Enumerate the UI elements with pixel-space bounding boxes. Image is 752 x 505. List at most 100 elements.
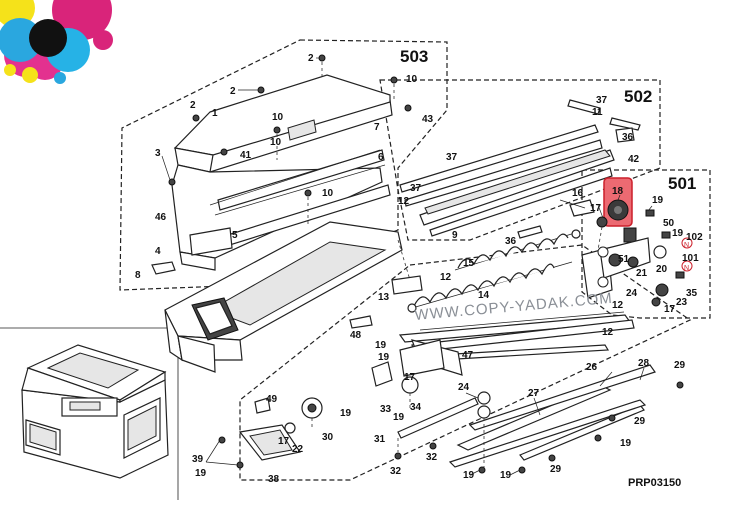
callout-letter: N: [684, 265, 689, 272]
upper-rail-assembly: [399, 99, 641, 239]
top-cover-assembly: [151, 74, 393, 275]
callout-label: 32: [390, 466, 402, 477]
callout-label: 19: [340, 408, 352, 419]
callout-label: 26: [586, 362, 598, 373]
callout-label: 2: [190, 100, 196, 111]
bracket-49: [254, 397, 271, 414]
callout-label: 19: [378, 352, 390, 363]
callout-label: 47: [462, 350, 474, 361]
section-502-label: 502: [624, 87, 652, 106]
callout-label: 22: [292, 444, 304, 455]
callout-label: 1: [212, 108, 218, 119]
callout-label: 9: [452, 230, 458, 241]
callout-label: 2: [308, 53, 314, 64]
callouts-502: 37 11 36 42 37 12 9 16 36 15 12 14 13 12…: [378, 95, 640, 338]
callouts-501: 18 19 17 50 19 102 101 51 21 20 35 23 17…: [590, 186, 703, 315]
callout-label: 17: [404, 372, 416, 383]
callout-label: 29: [550, 464, 562, 475]
callout-label: 38: [268, 474, 280, 485]
gear-51-icon: [608, 253, 622, 267]
lower-frame-assembly: [218, 315, 684, 474]
rod-31: [397, 397, 479, 439]
callout-label: 12: [440, 272, 452, 283]
callout-label: 17: [590, 203, 602, 214]
gear-22-icon: [284, 422, 296, 434]
callout-label: 29: [634, 416, 646, 427]
callout-label: 10: [272, 112, 284, 123]
screw-32b: [429, 442, 437, 450]
callout-label: 35: [686, 288, 698, 299]
callout-label: 12: [602, 327, 614, 338]
callout-label: 19: [393, 412, 405, 423]
callout-label: 19: [463, 470, 475, 481]
callout-label: 102: [686, 232, 703, 243]
callout-label: 8: [135, 270, 141, 281]
callout-label: 14: [478, 290, 490, 301]
screw-29b: [608, 414, 616, 422]
gear-20-icon: [653, 245, 667, 259]
callout-label: 50: [663, 218, 675, 229]
callout-label: 15: [463, 258, 475, 269]
gear-17-icon: [596, 216, 608, 228]
screw-29a: [676, 381, 684, 389]
rail-28: [468, 364, 656, 431]
callout-label: 39: [192, 454, 204, 465]
auger-15: [454, 229, 581, 271]
callout-label: 42: [628, 154, 640, 165]
callout-label: 17: [278, 436, 290, 447]
callout-label: 19: [195, 468, 207, 479]
screw-32a: [394, 452, 402, 460]
callout-label: 34: [410, 402, 422, 413]
callout-label: 30: [322, 432, 334, 443]
callout-label: 46: [155, 212, 167, 223]
callout-label: 2: [230, 86, 236, 97]
callout-label: 23: [676, 297, 688, 308]
screw-19c: [594, 434, 602, 442]
section-503-boundary: [119, 39, 448, 291]
callout-label: 19: [375, 340, 387, 351]
rail-base: [448, 399, 647, 468]
callout-label: 21: [636, 268, 648, 279]
screw-19: [645, 209, 655, 217]
callout-label: 43: [422, 114, 434, 125]
callout-label: 4: [155, 246, 161, 257]
ref-marker-B2: [477, 391, 491, 405]
callout-label: 10: [406, 74, 418, 85]
callout-label: 13: [378, 292, 390, 303]
callout-label: 33: [380, 404, 392, 415]
callout-101: [681, 260, 693, 272]
callout-label: 37: [410, 183, 422, 194]
ref-marker-A: [597, 246, 609, 258]
callout-label: 24: [626, 288, 638, 299]
callout-label: 49: [266, 394, 278, 405]
callout-102: [681, 237, 693, 249]
screw-19b: [661, 231, 671, 239]
callout-label: 24: [458, 382, 470, 393]
callout-label: 5: [232, 230, 238, 241]
callout-label: 51: [618, 254, 630, 265]
callout-label: 6: [378, 152, 384, 163]
auger-14: [407, 261, 573, 313]
bushing-50: [623, 227, 637, 243]
section-501-boundary: [581, 169, 711, 319]
cover-rib: [209, 149, 381, 206]
callout-label: 27: [528, 388, 540, 399]
gear-17b-icon: [651, 297, 661, 307]
callout-label: 37: [596, 95, 608, 106]
section-503-label: 503: [400, 47, 428, 66]
callout-label: 36: [622, 132, 634, 143]
screw-39a: [218, 436, 226, 444]
callout-label: 19: [500, 470, 512, 481]
section-502-boundary: [379, 79, 661, 241]
callout-label: 29: [674, 360, 686, 371]
gear-21-icon: [627, 256, 639, 268]
main-rollers: [391, 247, 635, 361]
screw-19e: [518, 466, 526, 474]
document-tray: [164, 221, 403, 373]
gear-23-icon: [655, 283, 669, 297]
drawing-code: PRP03150: [628, 477, 681, 489]
callout-label: 48: [350, 330, 362, 341]
ref-marker-B: [597, 276, 609, 288]
